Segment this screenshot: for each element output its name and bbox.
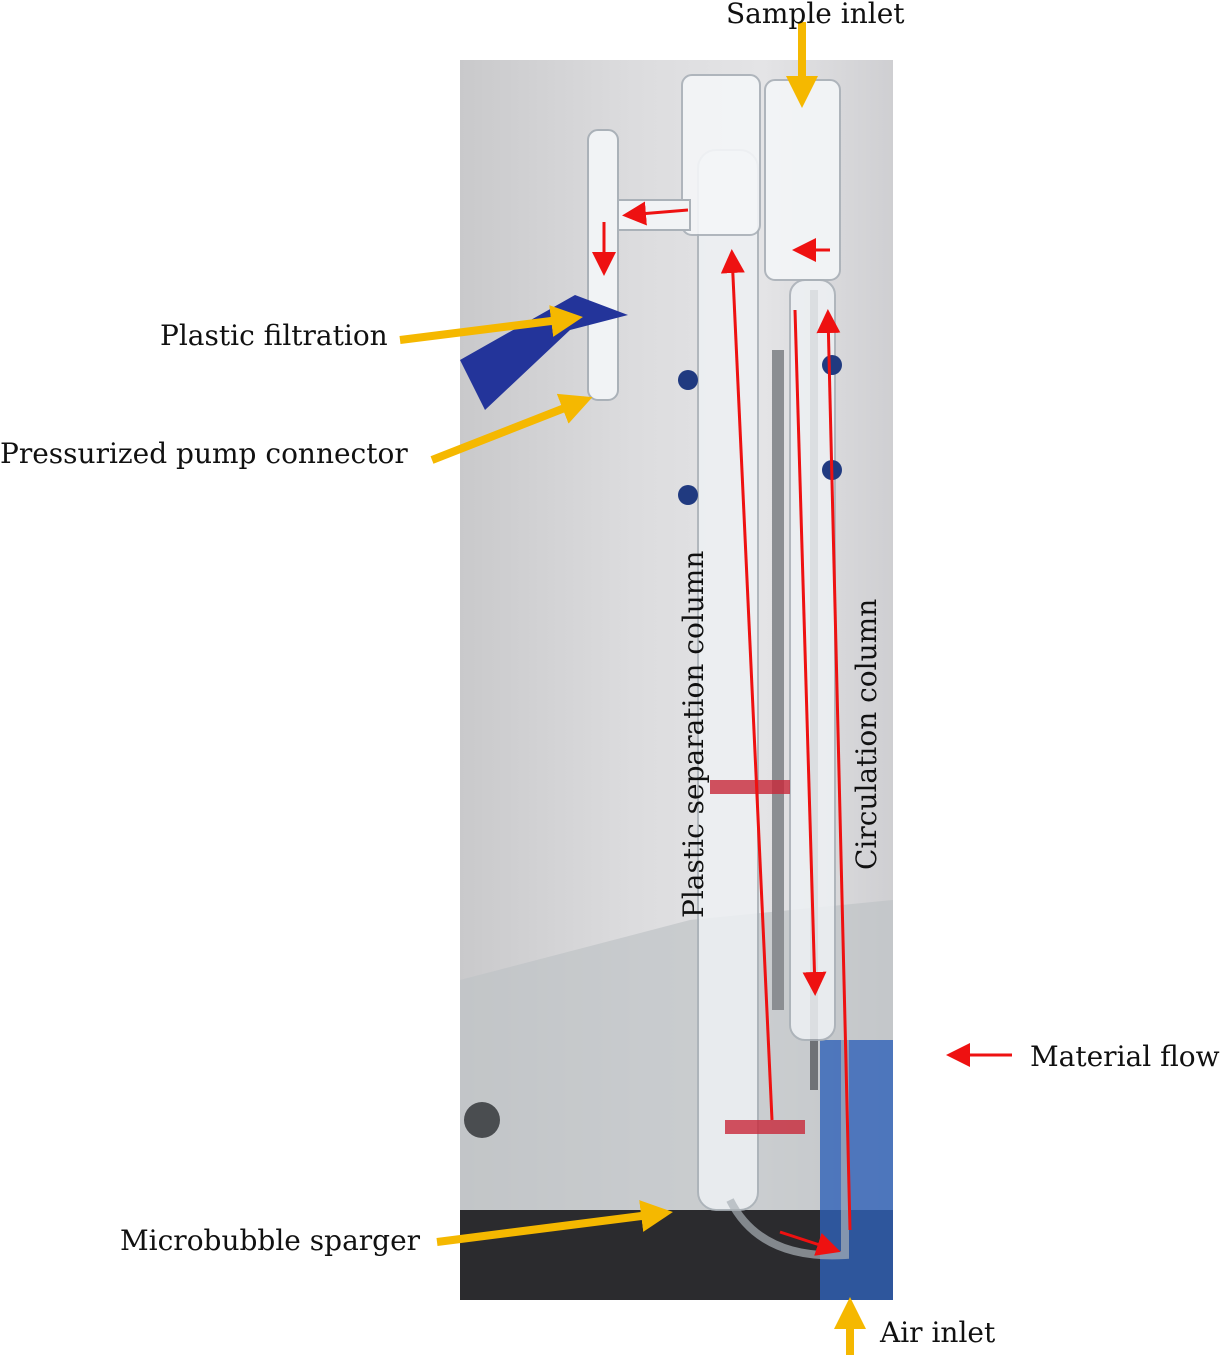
pump-connector-label: Pressurized pump connector bbox=[0, 437, 408, 470]
pump-connector-arrow bbox=[430, 393, 593, 464]
air-inlet-label: Air inlet bbox=[880, 1316, 996, 1349]
plastic-filtration-label: Plastic filtration bbox=[160, 319, 388, 352]
apparatus-drawing bbox=[460, 74, 893, 1300]
flow-arrows bbox=[592, 201, 1012, 1256]
separation-column-top bbox=[681, 74, 761, 236]
flow-arrow bbox=[779, 1230, 841, 1256]
clamp-knob bbox=[678, 370, 698, 390]
circulation-column-label: Circulation column bbox=[850, 598, 883, 870]
filtration-arrow bbox=[399, 305, 583, 344]
support-rod bbox=[772, 350, 784, 1010]
clamp-knob bbox=[822, 355, 842, 375]
flow-arrow bbox=[793, 309, 827, 996]
red-clip bbox=[725, 1120, 805, 1134]
sparger-arrow bbox=[436, 1200, 673, 1246]
bench-glass bbox=[460, 900, 893, 1300]
separation-column-label: Plastic separation column bbox=[677, 550, 710, 918]
flow-arrow bbox=[622, 201, 689, 226]
label-arrows bbox=[399, 22, 866, 1355]
sparger-label: Microbubble sparger bbox=[120, 1224, 421, 1257]
flow-arrow bbox=[816, 309, 852, 1231]
tubing-connector bbox=[464, 1102, 500, 1138]
material-flow-label: Material flow bbox=[1030, 1040, 1220, 1073]
red-clip bbox=[710, 780, 790, 794]
apparatus-photo bbox=[460, 60, 893, 1300]
flow-arrow bbox=[720, 249, 774, 1121]
clamp-knob bbox=[678, 485, 698, 505]
blue-clamp bbox=[460, 295, 628, 410]
sample-inlet-label: Sample inlet bbox=[726, 0, 905, 30]
